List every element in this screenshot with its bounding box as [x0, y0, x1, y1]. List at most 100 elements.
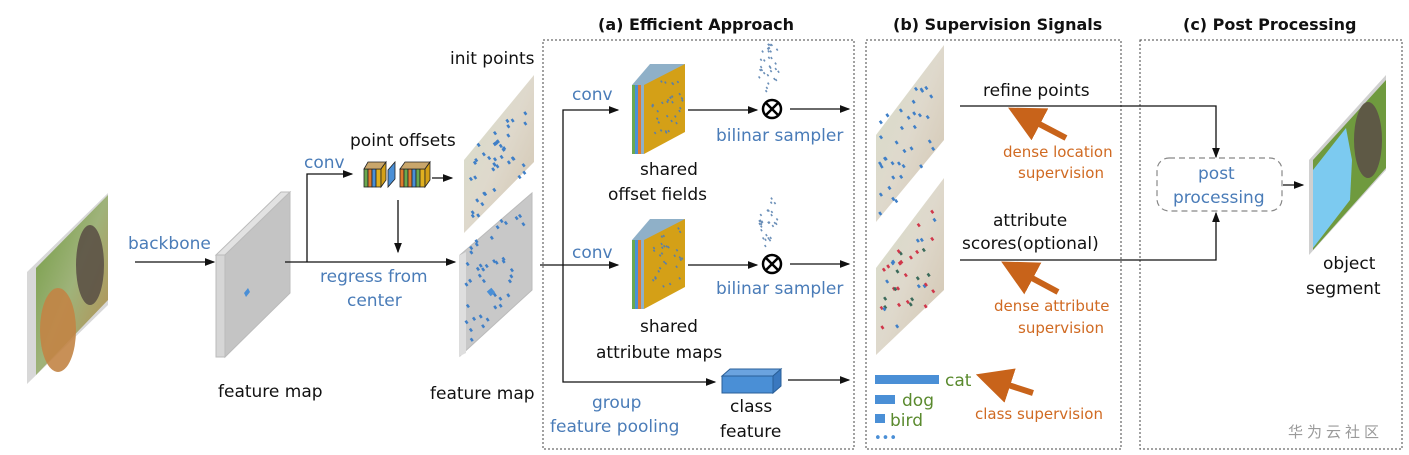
point-marker [921, 247, 926, 253]
point-marker [673, 254, 676, 258]
point-marker [485, 317, 490, 322]
point-marker [675, 248, 679, 252]
point-marker [932, 217, 937, 223]
refine-points-image [876, 45, 944, 222]
point-marker [777, 70, 780, 74]
point-marker [765, 86, 769, 90]
point-marker [676, 80, 680, 84]
point-marker [499, 218, 504, 224]
point-marker [670, 95, 674, 98]
point-marker [767, 82, 770, 85]
point-marker [883, 156, 888, 161]
point-marker [886, 264, 891, 269]
point-marker [667, 129, 670, 133]
point-marker [882, 306, 887, 312]
regress-label-1: regress from [320, 267, 428, 287]
arrow-conv-a1 [562, 106, 620, 265]
point-marker [894, 140, 899, 145]
feature-map-2-label: feature map [430, 384, 535, 404]
class-feature-label-1: class [730, 397, 772, 417]
point-marker [906, 115, 911, 120]
point-marker [896, 286, 901, 291]
point-marker [469, 337, 474, 342]
point-marker [891, 196, 896, 202]
point-marker [901, 163, 906, 169]
point-marker [652, 246, 656, 250]
point-marker [498, 303, 503, 308]
point-marker [468, 327, 473, 333]
point-marker [893, 286, 898, 292]
point-marker [506, 160, 511, 165]
point-marker [894, 198, 899, 204]
point-marker [474, 157, 479, 163]
object-segment-image [1309, 75, 1386, 255]
point-marker [464, 282, 469, 287]
point-marker [476, 142, 481, 148]
point-marker [878, 192, 883, 197]
point-marker [769, 69, 773, 73]
point-marker [521, 222, 526, 227]
point-marker [651, 278, 655, 282]
point-marker [510, 156, 515, 161]
point-marker [909, 146, 914, 151]
point-marker [767, 56, 771, 60]
point-marker [879, 164, 884, 169]
point-marker [662, 260, 666, 264]
point-marker [666, 100, 669, 104]
point-marker [759, 222, 763, 226]
point-marker [472, 160, 477, 165]
arrow-refine-to-post [960, 105, 1220, 159]
point-marker [764, 238, 767, 242]
point-marker [502, 146, 507, 151]
point-marker [522, 170, 527, 175]
point-marker [923, 304, 928, 309]
point-marker [680, 257, 684, 260]
point-marker [501, 259, 506, 264]
point-marker [677, 227, 680, 230]
point-marker [498, 143, 503, 149]
point-marker [887, 185, 892, 191]
shared-offset-fields [632, 64, 685, 154]
point-marker [507, 279, 512, 284]
backbone-label: backbone [128, 234, 211, 254]
point-marker [759, 58, 763, 62]
point-marker [770, 197, 773, 200]
point-marker [470, 210, 475, 215]
point-marker [661, 101, 664, 105]
point-marker [922, 283, 927, 289]
point-marker [492, 162, 497, 167]
point-marker [902, 148, 907, 154]
point-marker [654, 275, 657, 279]
class-cat-label: cat [945, 371, 972, 391]
conv-top-label: conv [304, 153, 345, 173]
point-marker [920, 88, 925, 93]
class-more-label: ••• [874, 431, 897, 446]
conv-a2-label: conv [572, 243, 613, 263]
point-marker [492, 292, 497, 298]
group-label-2: feature pooling [550, 417, 679, 437]
post-processing-box[interactable] [1156, 157, 1283, 212]
class-feature-block [720, 367, 783, 395]
class-dog-label: dog [902, 391, 934, 411]
point-marker [472, 316, 477, 321]
point-marker [766, 73, 770, 77]
point-marker [670, 119, 673, 123]
bar-bird [875, 414, 885, 423]
point-marker [881, 267, 886, 272]
arrow-group-pooling [562, 265, 717, 386]
point-marker [924, 85, 929, 91]
point-marker [679, 106, 682, 110]
point-marker [773, 201, 777, 205]
point-marker [774, 67, 778, 71]
point-marker [930, 236, 935, 242]
arrow-conv-top [306, 170, 354, 262]
point-marker [509, 267, 514, 273]
point-marker [506, 293, 511, 298]
point-marker [662, 234, 666, 238]
point-marker [879, 135, 884, 140]
point-marker [491, 167, 496, 172]
point-marker [912, 111, 917, 116]
point-marker [678, 109, 681, 113]
attribute-scores-image [876, 178, 944, 355]
point-marker [925, 114, 930, 120]
